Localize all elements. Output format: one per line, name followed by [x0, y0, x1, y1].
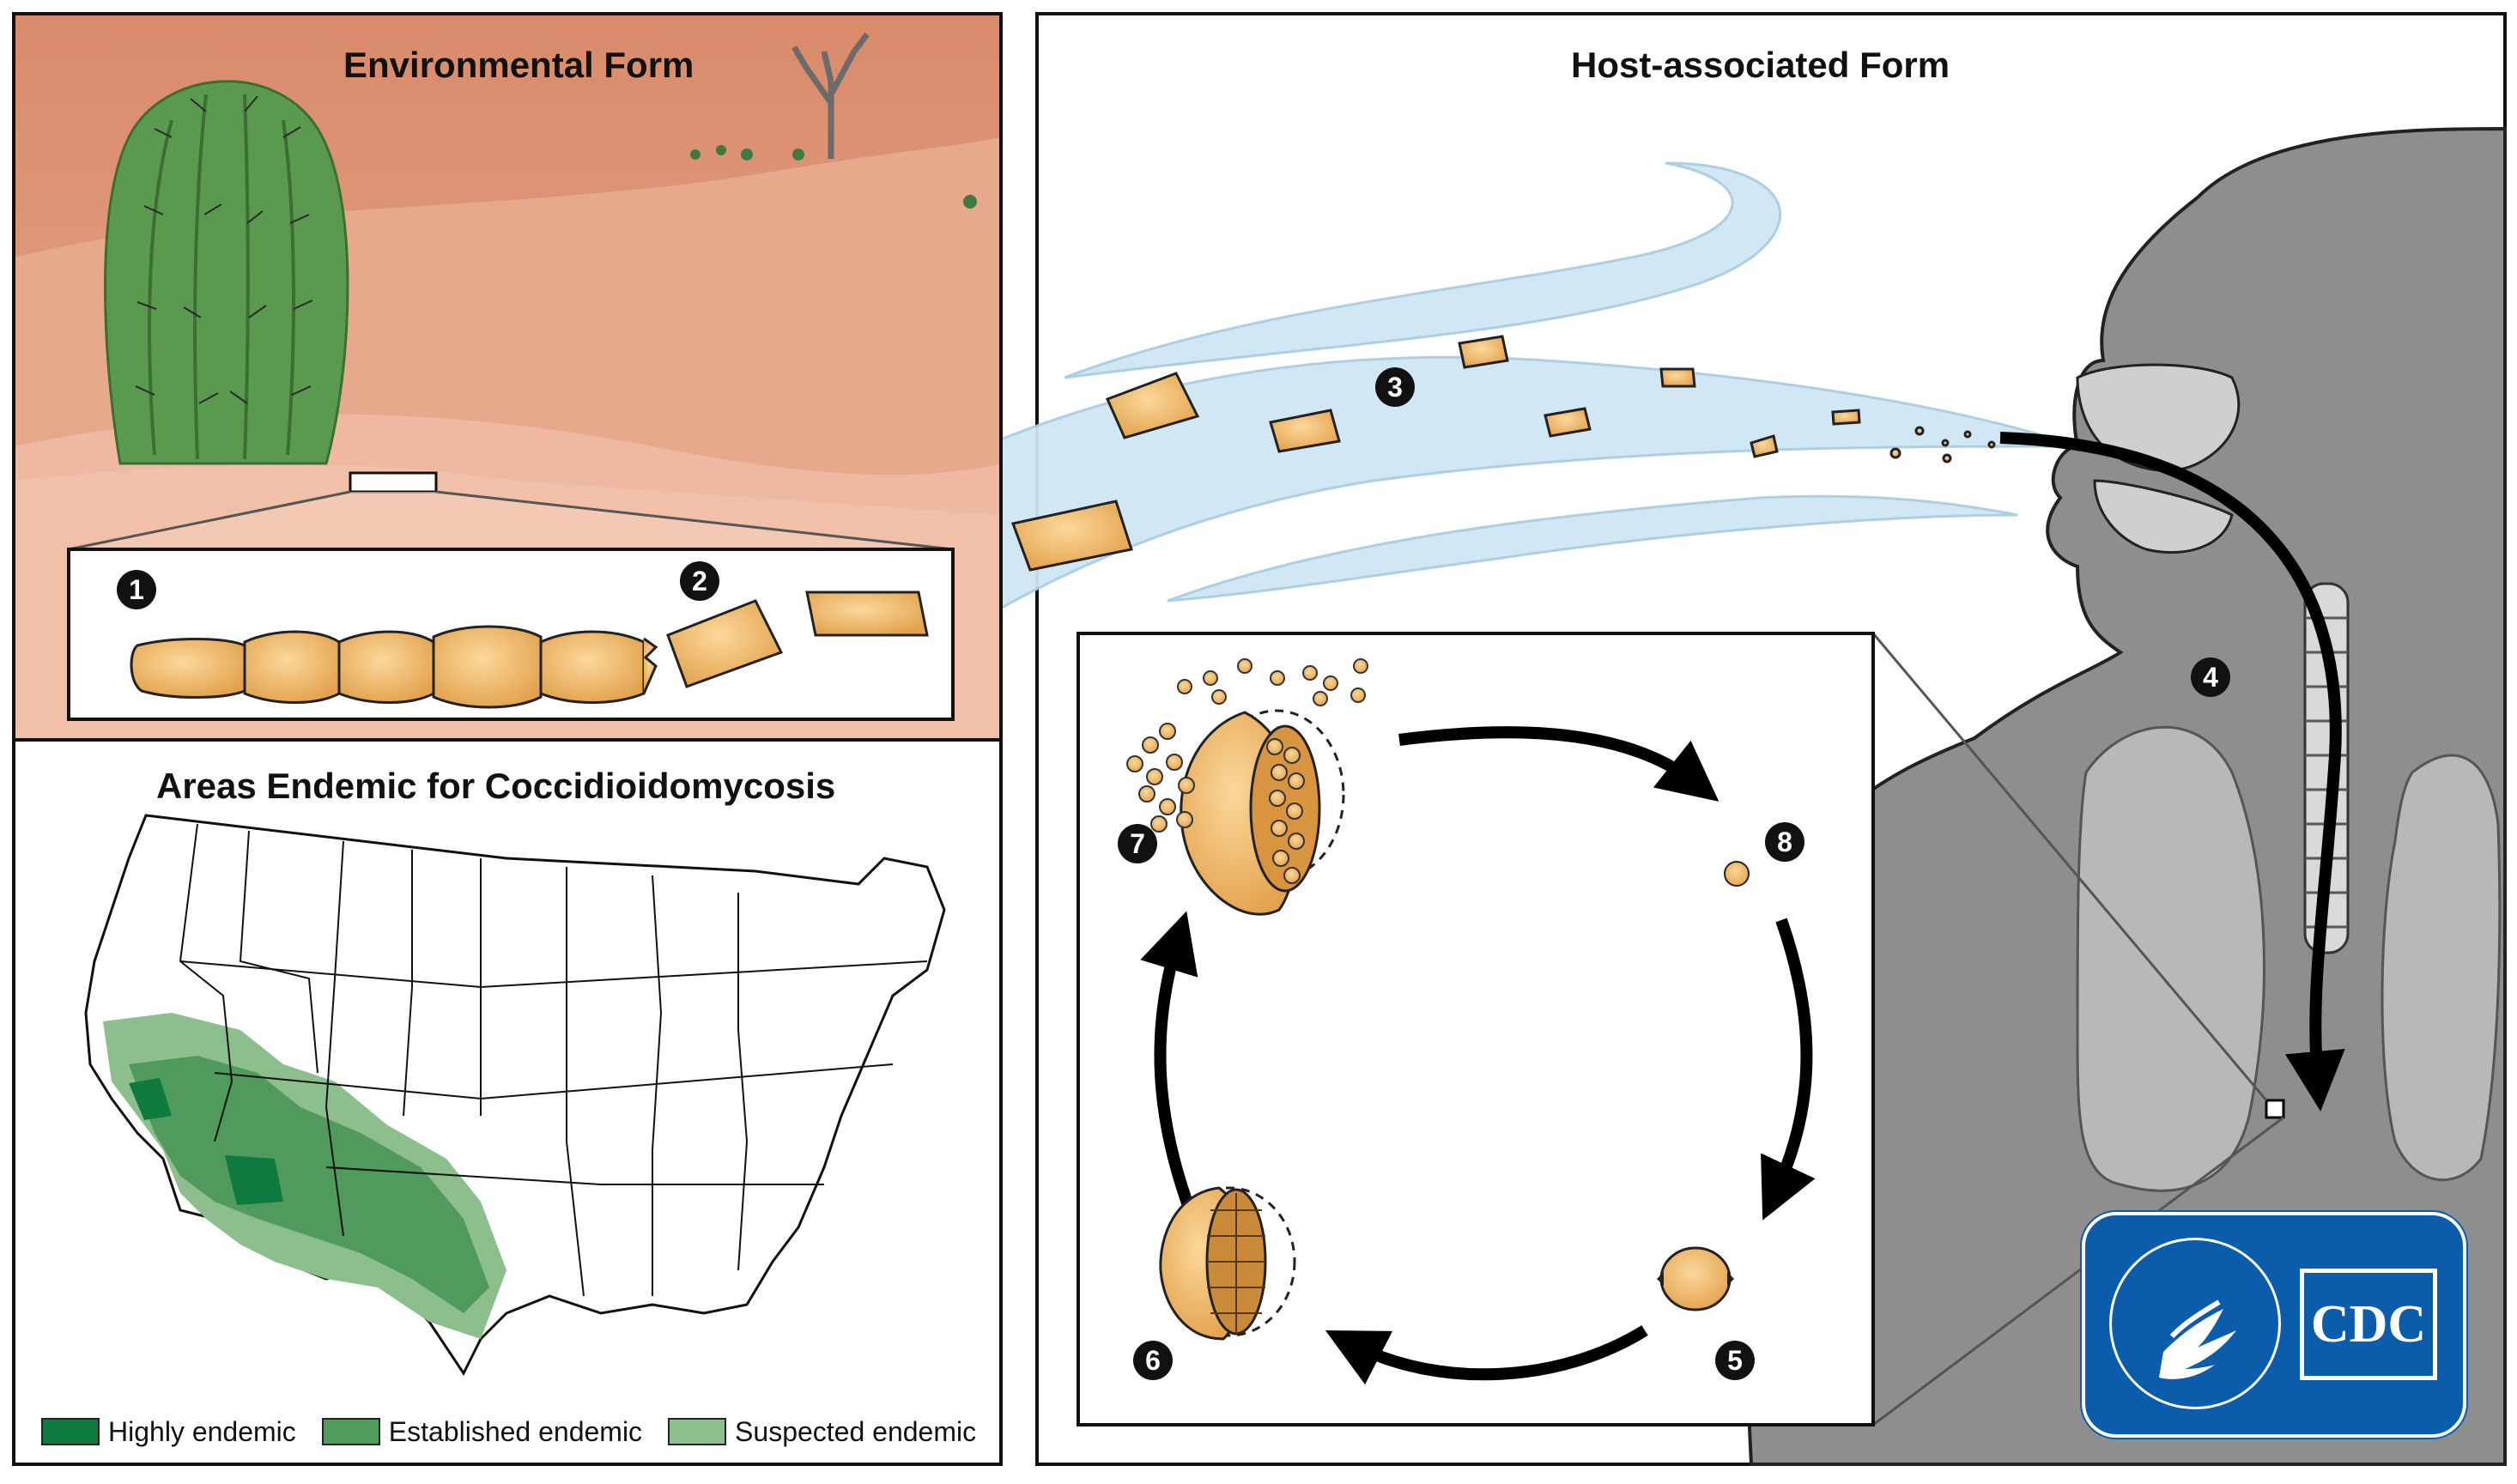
map-panel: [14, 740, 1001, 1464]
hhs-eagle-icon: [2159, 1299, 2236, 1379]
nasal-airway: [2076, 363, 2241, 472]
legend-item-suspected-endemic: Suspected endemic: [668, 1416, 976, 1448]
oral-cavity: [2093, 479, 2234, 554]
environmental-form-title: Environmental Form: [343, 45, 694, 85]
step-2-marker: 2: [680, 561, 719, 601]
cactus: [104, 80, 349, 465]
step-1-marker: 1: [117, 570, 156, 609]
rupturing-spherule: [1126, 658, 1368, 916]
cdc-logo: CDC: [2082, 1212, 2466, 1438]
endospore: [1724, 861, 1750, 887]
legend-item-highly-endemic: Highly endemic: [41, 1416, 296, 1448]
developing-spherule: [1159, 1186, 1296, 1341]
map-legend: Highly endemic Established endemic Suspe…: [41, 1414, 1002, 1449]
left-lung: [2076, 725, 2265, 1192]
highly-endemic-swatch: [41, 1418, 100, 1445]
step-7-marker: 7: [1118, 824, 1157, 863]
endemic-areas-map-title: Areas Endemic for Coccidioidomycosis: [156, 766, 836, 806]
step-4-marker: 4: [2191, 657, 2230, 697]
inhalation-arrow: [1999, 432, 2345, 1111]
lung-zoom-marker: [2265, 1099, 2285, 1119]
step-3-marker: 3: [1375, 367, 1415, 407]
airborne-arthroconidia: [1010, 335, 1996, 572]
established-endemic-swatch: [321, 1418, 380, 1445]
mycelium-chain: [130, 625, 658, 709]
step-8-marker: 8: [1765, 822, 1804, 862]
step-5-marker: 5: [1715, 1341, 1755, 1380]
right-lung: [2381, 754, 2502, 1182]
state-borders: [179, 823, 928, 1297]
cdc-wordmark: CDC: [2300, 1269, 2437, 1380]
legend-label: Highly endemic: [108, 1415, 296, 1447]
host-associated-form-title: Host-associated Form: [1571, 45, 1950, 85]
suspected-endemic-swatch: [668, 1418, 727, 1445]
arthroconidia-released: [666, 591, 929, 688]
highly-endemic-zone-ca: [129, 1078, 172, 1120]
soil-zoom-marker: [349, 471, 438, 494]
host-panel: [822, 12, 2507, 1466]
cycle-arrows: [1140, 726, 1816, 1385]
step-6-marker: 6: [1133, 1341, 1173, 1380]
joshua-tree: [791, 32, 870, 159]
legend-label: Established endemic: [388, 1415, 643, 1447]
established-endemic-zone: [129, 1056, 489, 1313]
legend-item-established-endemic: Established endemic: [321, 1415, 643, 1448]
highly-endemic-zone-az: [225, 1155, 283, 1205]
environment-panel: [14, 14, 1001, 740]
legend-label: Suspected endemic: [735, 1415, 977, 1447]
desert-shrubs: [690, 145, 977, 209]
hhs-seal: [2109, 1238, 2281, 1409]
young-spherule: [1657, 1246, 1734, 1311]
